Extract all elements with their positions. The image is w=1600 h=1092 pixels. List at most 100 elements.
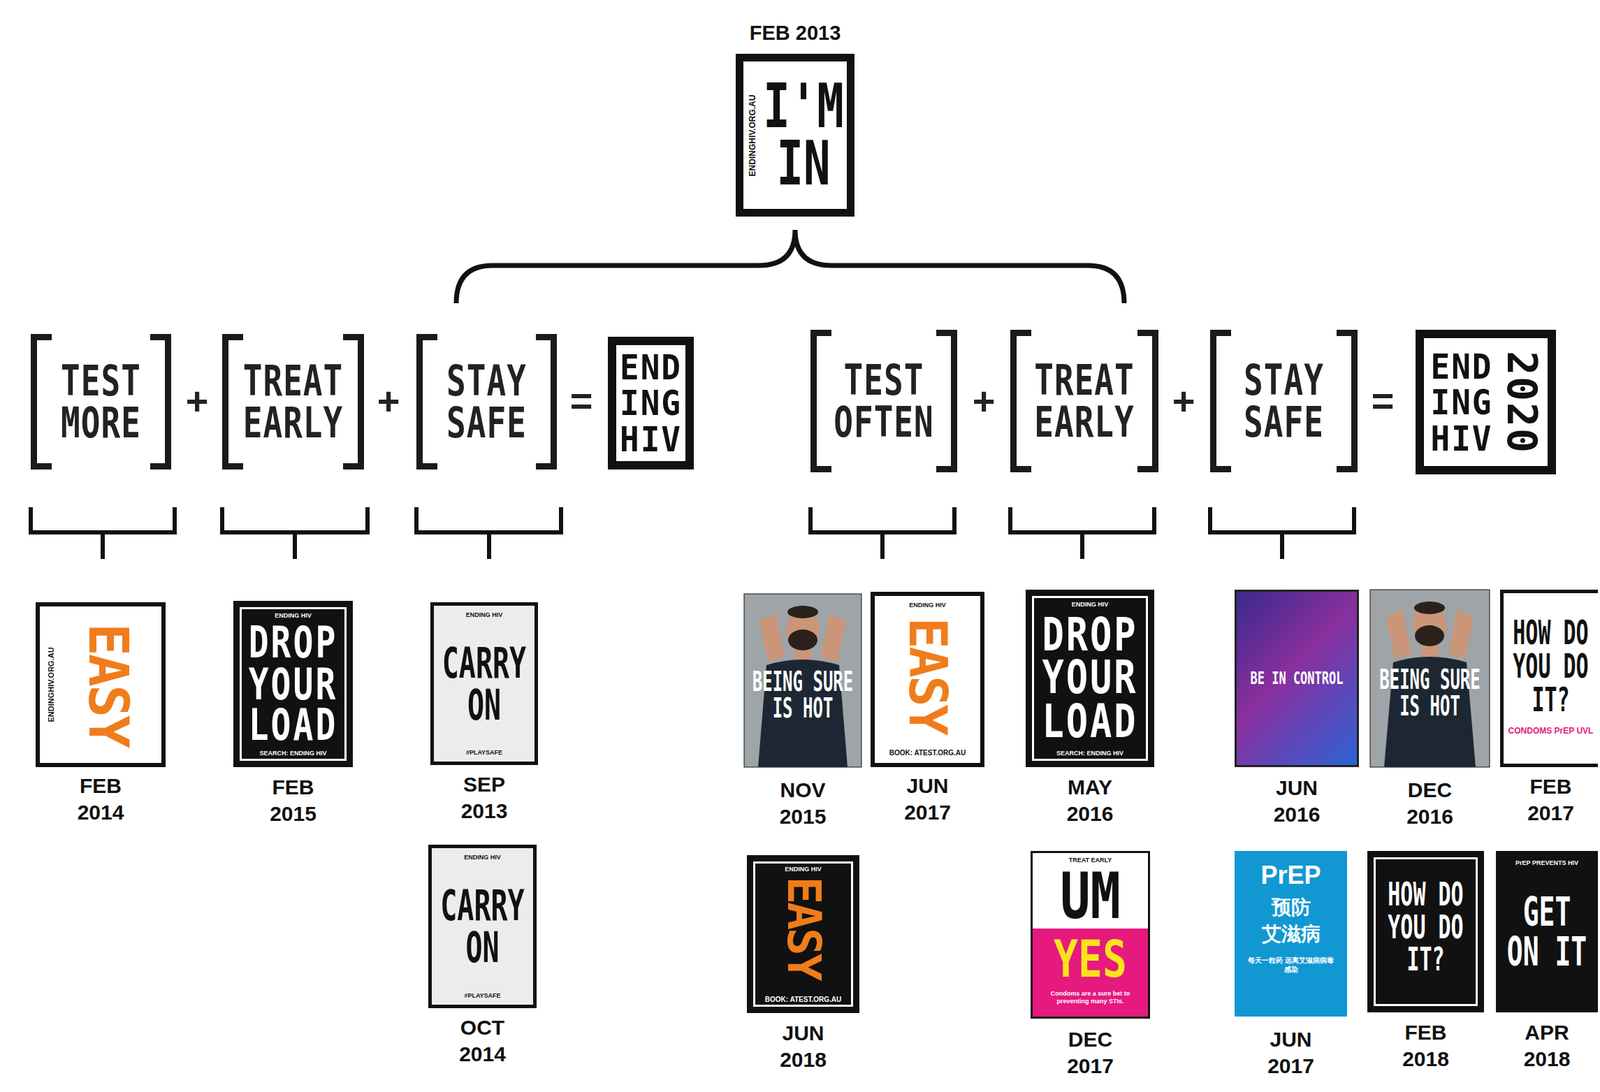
under-bracket xyxy=(222,507,368,559)
poster-text: #PLAYSAFE xyxy=(463,992,501,1000)
poster-text: Condoms are a sure bet to preventing man… xyxy=(1041,990,1140,1007)
date-label: APR 2018 xyxy=(1523,1019,1571,1074)
year-text: 2020 xyxy=(1501,350,1543,455)
term-text: STAY SAFE xyxy=(446,359,527,444)
poster-text: BEING SURE IS HOT xyxy=(1377,666,1483,721)
term-text: TEST MORE xyxy=(60,359,142,444)
poster-text: ENDINGHIV.ORG.AU xyxy=(46,646,56,722)
date-label: JUN 2017 xyxy=(904,772,951,827)
poster-text: BOOK: ATEST.ORG.AU xyxy=(889,748,966,757)
bracket-stroke xyxy=(1213,333,1355,470)
poster: ENDING HIVDROP YOUR LOADSEARCH: ENDING H… xyxy=(233,600,353,768)
poster-text: DROP YOUR LOAD xyxy=(248,621,339,747)
poster-text: PrEP PREVENTS HIV xyxy=(1515,859,1579,867)
poster: ENDING HIVCARRY ON#PLAYSAFEOCT 2014 xyxy=(428,844,537,1009)
under-bracket xyxy=(810,507,955,559)
poster: ENDING HIV DROP YOUR LOAD SEARCH: ENDING H… xyxy=(1025,589,1155,768)
bracket-term: TREAT EARLY xyxy=(1010,329,1159,473)
bracket-term: STAY SAFE xyxy=(416,333,557,470)
under-bracket xyxy=(1210,507,1355,559)
ending-hiv-box: END ING HIV xyxy=(607,336,694,470)
poster-text: ENDING HIV xyxy=(463,853,501,861)
photo-ground xyxy=(1370,589,1490,768)
poster-text: CARRY ON xyxy=(440,884,525,969)
under-brackets xyxy=(30,507,1355,559)
date-label: NOV 2015 xyxy=(779,776,827,831)
date-label: DEC 2016 xyxy=(1406,776,1454,831)
figure-hair xyxy=(787,605,819,619)
poster: BEING SURE IS HOTNOV 2015 xyxy=(744,593,862,768)
poster-text: EASY xyxy=(902,617,954,734)
date-label: FEB 2017 xyxy=(1527,773,1575,828)
poster: TREAT EARLYUMYESCondoms are a sure bet t… xyxy=(1030,851,1151,1019)
date-label: SEP 2013 xyxy=(461,771,508,826)
poster: ENDING HIVEASYBOOK: ATEST.ORG.AUJUN 2017 xyxy=(870,591,985,768)
poster-text: SEARCH: ENDING HIV xyxy=(1056,749,1124,757)
figure-hair xyxy=(1414,601,1445,615)
poster: ENDING HIVEASYBOOK: ATEST.ORG.AUJUN 2018 xyxy=(746,855,860,1014)
date-label: OCT 2014 xyxy=(459,1014,506,1069)
poster-text: 每天一粒药 远离艾滋病病毒感染 xyxy=(1245,955,1337,974)
figure-arm xyxy=(1386,609,1412,660)
term-text: TREAT EARLY xyxy=(1034,359,1134,443)
ending-hiv-box: END ING HIV2020 xyxy=(1415,329,1556,475)
operator-sign: + xyxy=(374,377,403,425)
logo-text: END ING HIV xyxy=(1430,347,1493,457)
poster-text: 预防 xyxy=(1271,894,1311,921)
poster-text: HOW DO YOU DO IT? xyxy=(1511,616,1591,717)
side-url: ENDINGHIV.ORG.AU xyxy=(747,94,758,177)
logo-text: I'M IN xyxy=(762,77,845,193)
poster: EASYENDINGHIV.ORG.AUFEB 2014 xyxy=(35,602,166,768)
date-heading: FEB 2013 xyxy=(749,21,842,45)
logo-text: END ING HIV xyxy=(619,349,682,458)
term-text: TEST OFTEN xyxy=(833,359,934,443)
operator-sign: = xyxy=(1368,377,1397,425)
poster-text: CONDOMS PrEP UVL xyxy=(1508,725,1594,736)
poster: PrEP预防艾滋病每天一粒药 远离艾滋病病毒感染JUN 2017 xyxy=(1234,851,1348,1017)
date-label: FEB 2018 xyxy=(1402,1019,1450,1074)
poster: BE IN CONTROLJUN 2016 xyxy=(1234,589,1359,768)
poster-text: EASY xyxy=(81,623,136,747)
poster-text: #PLAYSAFE xyxy=(466,748,503,756)
logo-box: FEB 2013I'M INENDINGHIV.ORG.AU xyxy=(735,53,855,217)
bracket-term: TEST MORE xyxy=(30,333,172,470)
photo-ground xyxy=(744,593,862,768)
poster-photo xyxy=(744,593,862,768)
poster-text: UM xyxy=(1059,864,1121,928)
poster-text: EASY xyxy=(780,876,827,980)
poster-text: ENDING HIV xyxy=(784,865,822,873)
poster: ENDING HIVCARRY ON#PLAYSAFESEP 2013 xyxy=(430,602,538,766)
poster-text: GET ON IT xyxy=(1504,892,1589,972)
poster: BEING SURE IS HOTDEC 2016 xyxy=(1370,589,1490,768)
under-bracket xyxy=(416,507,562,559)
figure-beard xyxy=(788,629,818,651)
bracket-term: TEST OFTEN xyxy=(810,329,958,473)
operator-sign: + xyxy=(183,377,212,425)
date-label: JUN 2018 xyxy=(779,1020,827,1074)
poster-text: 艾滋病 xyxy=(1261,920,1321,948)
poster-text: CARRY ON xyxy=(442,642,527,726)
operator-sign: = xyxy=(567,377,596,425)
poster-text: ENDING HIV xyxy=(1071,600,1109,608)
bracket-stroke xyxy=(419,337,555,467)
poster-text: BOOK: ATEST.ORG.AU xyxy=(765,995,842,1004)
term-text: TREAT EARLY xyxy=(243,359,344,444)
operator-sign: + xyxy=(1169,377,1198,425)
bracket-term: TREAT EARLY xyxy=(222,333,365,470)
bracket-term: STAY SAFE xyxy=(1210,329,1358,473)
bracket-stroke xyxy=(34,337,169,467)
date-label: JUN 2017 xyxy=(1267,1026,1315,1081)
poster-text: SEARCH: ENDING HIV xyxy=(259,749,327,757)
poster-text: HOW DO YOU DO IT? xyxy=(1386,878,1466,977)
poster-text: BEING SURE IS HOT xyxy=(750,668,856,723)
poster-text: YES xyxy=(1053,934,1127,986)
figure-beard xyxy=(1414,625,1445,647)
poster-photo xyxy=(1370,589,1490,768)
figure-arm xyxy=(820,613,847,663)
poster-text: ENDING HIV xyxy=(466,611,504,619)
figure-arm xyxy=(759,613,785,663)
poster-text: BE IN CONTROL xyxy=(1249,669,1343,688)
poster-text: DROP YOUR LOAD xyxy=(1041,613,1138,743)
date-label: JUN 2016 xyxy=(1273,774,1321,829)
